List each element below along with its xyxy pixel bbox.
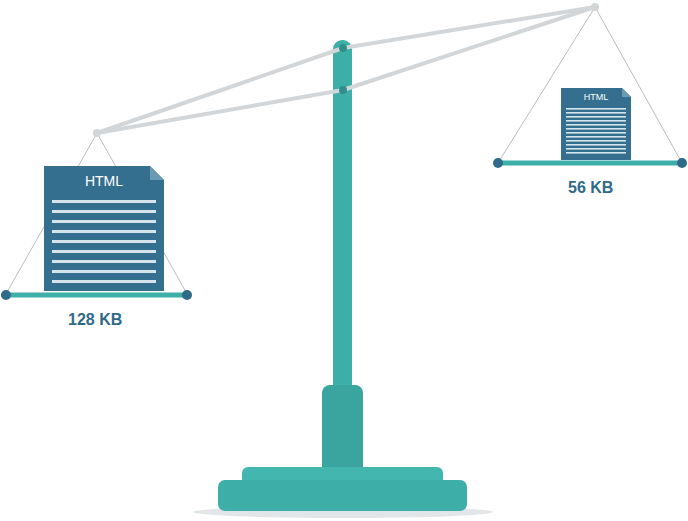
text-line [566,124,626,126]
text-line [566,108,626,110]
beam [97,7,595,133]
text-line [52,260,156,263]
size-label: 56 KB [568,179,613,197]
text-line [566,144,626,146]
pan [498,161,682,166]
document-fold [150,166,164,180]
html-document: HTML [561,88,631,160]
hook [93,129,101,137]
text-line [52,240,156,243]
text-line [566,120,626,122]
text-line [52,210,156,213]
text-line [52,270,156,273]
text-line [566,128,626,130]
document-label: HTML [561,88,631,103]
document-page [44,166,164,291]
pan-end [493,158,503,168]
hook [591,3,599,11]
text-line [566,148,626,150]
text-line [566,112,626,114]
text-line [52,220,156,223]
pole [333,40,352,400]
pan [6,293,187,298]
text-line [52,280,156,283]
pan-end [182,290,192,300]
pivot [339,86,347,94]
beam [97,7,595,133]
size-label: 128 KB [68,311,122,329]
pan-end [1,290,11,300]
text-line [566,140,626,142]
pan-end [677,158,687,168]
text-line [52,230,156,233]
text-line [52,250,156,253]
pivot [339,44,347,52]
document-label: HTML [44,166,164,189]
text-line [566,152,626,154]
base-plate [218,480,467,511]
html-document: HTML [44,166,164,291]
text-line [566,136,626,138]
document-fold [622,88,631,97]
document-page [561,88,631,160]
text-line [566,132,626,134]
column-base [322,385,363,475]
text-line [52,200,156,203]
text-line [566,116,626,118]
